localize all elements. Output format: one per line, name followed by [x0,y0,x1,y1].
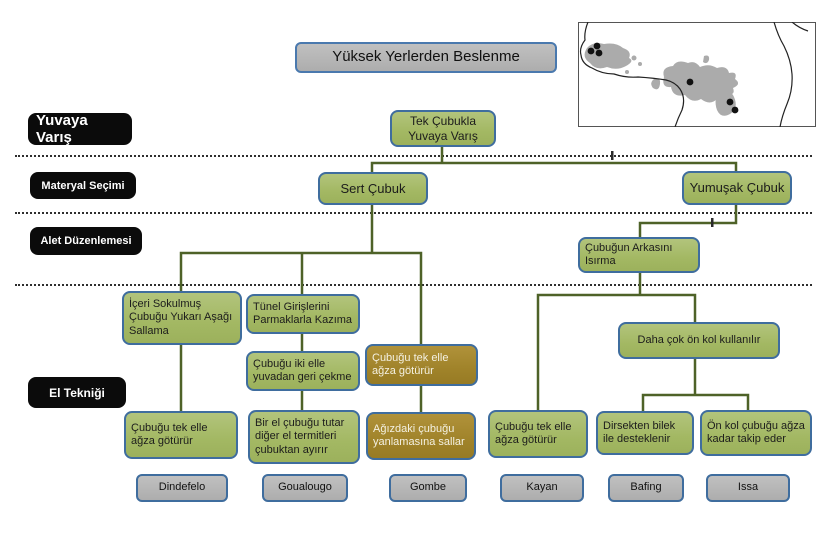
node-iceri-sokulmus-sallama: İçeri Sokulmuş Çubuğu Yukarı Aşağı Salla… [122,291,242,345]
site-box-gombe: Gombe [389,474,467,502]
row-label-el-teknigi: El Tekniği [28,377,126,408]
connector-tick [711,218,714,227]
dotted-divider-2 [15,212,812,214]
node-agizdaki-cubugu-sallar: Ağızdaki çubuğu yanlamasına sallar [366,412,476,460]
node-sert-cubuk: Sert Çubuk [318,172,428,205]
dotted-divider-1 [15,155,812,157]
node-on-kol-cubugu: Ön kol çubuğu ağza kadar takip eder [700,410,812,456]
row-label-alet-duzenlemesi: Alet Düzenlemesi [30,227,142,255]
node-cubugun-arkasini-isirma: Çubuğun Arkasını Isırma [578,237,700,273]
node-cubugu-iki-elle-cekme: Çubuğu iki elle yuvadan geri çekme [246,351,360,391]
node-daha-cok-on-kol: Daha çok ön kol kullanılır [618,322,780,359]
map-coastline [579,22,809,127]
node-yumusak-cubuk: Yumuşak Çubuk [682,171,792,205]
site-box-bafing: Bafing [608,474,684,502]
site-box-dindefelo: Dindefelo [136,474,228,502]
row-label-yuvaya-varis: Yuvaya Varış [28,112,132,146]
africa-range-map [578,22,816,127]
connector-tick [611,151,614,160]
node-tek-cubukla-yuvaya-varis: Tek Çubukla Yuvaya Varış [390,110,496,147]
node-tunel-girislerini-kazima: Tünel Girişlerini Parmaklarla Kazıma [246,294,360,334]
site-box-issa: Issa [706,474,790,502]
site-box-kayan: Kayan [500,474,584,502]
node-bir-el-cubugu-tutar: Bir el çubuğu tutar diğer el termitleri … [248,410,360,464]
node-cubugu-tek-elle-agza-1: Çubuğu tek elle ağza götürür [124,411,238,459]
title-box: Yüksek Yerlerden Beslenme [295,42,557,73]
map-study-site-dot [587,42,739,114]
node-cubugu-tek-elle-agza-2: Çubuğu tek elle ağza götürür [488,410,588,458]
node-cubugu-tek-elle-agza-brown: Çubuğu tek elle ağza götürür [365,344,478,386]
row-label-materyal-secimi: Materyal Seçimi [30,172,136,199]
node-dirsekten-bilek: Dirsekten bilek ile desteklenir [596,411,694,455]
site-box-goualougo: Goualougo [262,474,348,502]
dotted-divider-3 [15,284,812,286]
